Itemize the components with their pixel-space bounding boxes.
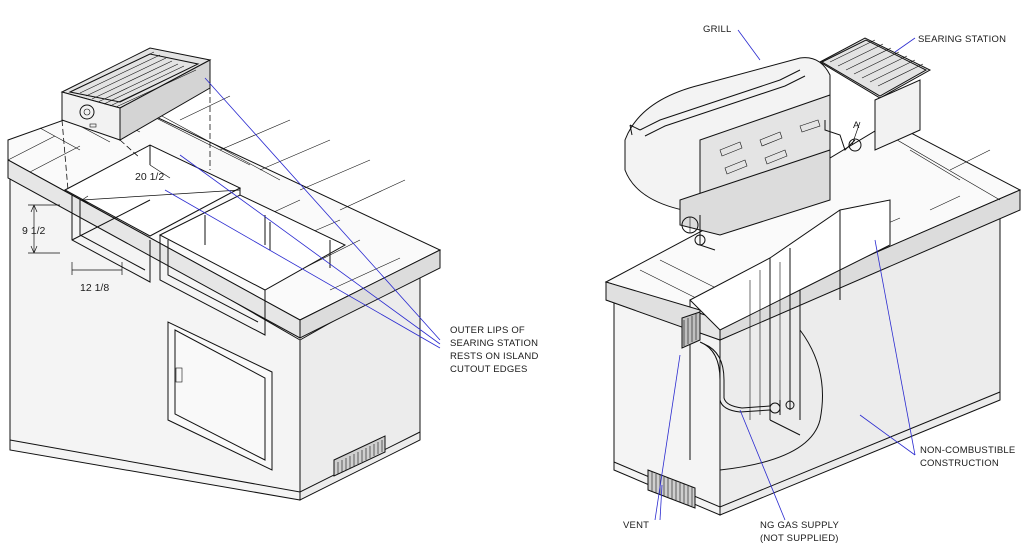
non-combustible-line1: NON-COMBUSTIBLE xyxy=(920,445,1015,456)
dimension-height-label: 9 1/2 xyxy=(22,225,46,237)
leader-non-combustible-a xyxy=(874,239,916,456)
left-island-figure: 20 1/2 9 1/2 12 1/8 OUTER LIPS OF SEARIN… xyxy=(7,47,539,501)
outer-lips-line1: OUTER LIPS OF xyxy=(450,325,525,336)
leader-vent-b xyxy=(659,484,663,521)
leader-outer-lips-c xyxy=(164,189,441,349)
grill-label: GRILL xyxy=(703,24,731,35)
dimension-width-label: 20 1/2 xyxy=(135,171,164,183)
detail-marker-arrow xyxy=(851,121,861,146)
leader-searing-station xyxy=(894,37,916,53)
outer-lips-line3: RESTS ON ISLAND xyxy=(450,351,539,362)
outer-lips-line2: SEARING STATION xyxy=(450,338,538,349)
gas-supply-line1: NG GAS SUPPLY xyxy=(760,520,839,531)
right-searing-station xyxy=(818,37,932,151)
island-large-opening xyxy=(158,194,347,336)
left-drop-line-c xyxy=(119,139,141,159)
dimension-depth: 12 1/8 xyxy=(71,262,123,294)
leader-outer-lips-a xyxy=(204,77,441,341)
dimension-depth-label: 12 1/8 xyxy=(80,282,109,294)
leader-vent-a xyxy=(654,354,681,521)
dimension-width: 20 1/2 xyxy=(81,164,241,204)
right-side-vent-panel xyxy=(605,281,701,349)
non-combustible-line2: CONSTRUCTION xyxy=(920,458,999,469)
grill-unit xyxy=(624,57,862,251)
dimension-height: 9 1/2 xyxy=(22,204,60,254)
gas-supply-line2: (NOT SUPPLIED) xyxy=(760,533,839,544)
left-searing-station xyxy=(60,47,212,141)
leader-non-combustible-b xyxy=(859,414,916,456)
detail-marker-a: A xyxy=(853,120,860,131)
leader-outer-lips-b xyxy=(179,154,441,345)
left-vent xyxy=(333,435,386,477)
outer-lips-line4: CUTOUT EDGES xyxy=(450,364,528,375)
searing-station-label: SEARING STATION xyxy=(918,34,1006,45)
gas-supply-line xyxy=(699,341,801,436)
left-drop-line-a xyxy=(61,119,69,191)
searing-cutout xyxy=(63,144,242,283)
island-access-door xyxy=(167,321,273,471)
vent-label: VENT xyxy=(623,520,649,531)
right-island-figure: A GRILL SEARING STATION NON-COMBUSTIBLE … xyxy=(604,24,1022,544)
outer-lips-callout: OUTER LIPS OF SEARING STATION RESTS ON I… xyxy=(450,325,539,375)
leader-grill xyxy=(737,29,761,61)
leader-gas xyxy=(739,409,786,521)
